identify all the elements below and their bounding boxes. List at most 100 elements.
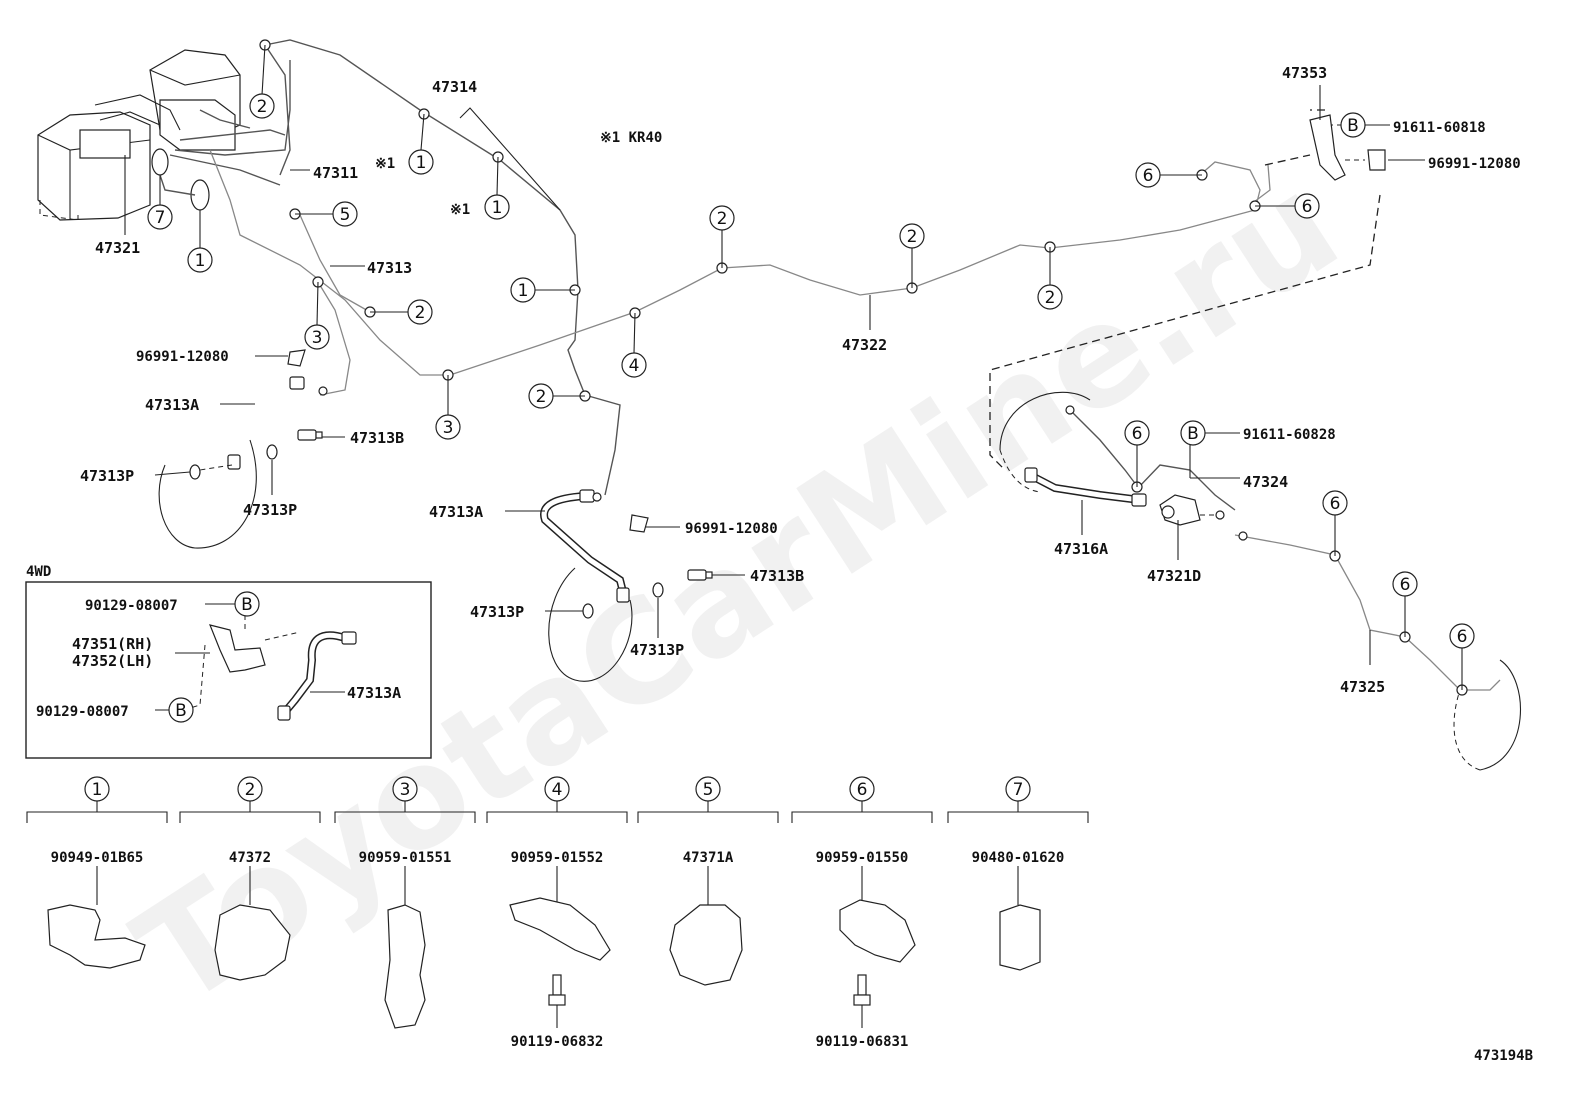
legend-bracket	[947, 811, 1089, 823]
svg-text:47313A: 47313A	[429, 503, 483, 521]
svg-text:1: 1	[416, 153, 427, 173]
svg-text:47352(LH): 47352(LH)	[72, 652, 153, 670]
svg-text:4WD: 4WD	[26, 564, 51, 580]
legend-part-number: 47371A	[683, 850, 734, 866]
svg-text:47313: 47313	[367, 259, 412, 277]
legend-clip-shape	[999, 904, 1041, 971]
svg-text:B: B	[1347, 116, 1359, 136]
legend-bolt-head	[853, 994, 871, 1006]
legend-number-circle	[695, 776, 721, 802]
legend-part-number: 90959-01552	[511, 850, 604, 866]
legend-clip-shape	[214, 904, 291, 981]
svg-text:47313A: 47313A	[347, 684, 401, 702]
svg-text:6: 6	[1302, 197, 1313, 217]
svg-text:47313P: 47313P	[80, 467, 134, 485]
svg-text:47313P: 47313P	[243, 501, 297, 519]
washer-47313P-l2	[266, 444, 278, 460]
svg-text:47322: 47322	[842, 336, 887, 354]
svg-text:47353: 47353	[1282, 64, 1327, 82]
bolt-47313B-left	[297, 429, 323, 441]
legend-part-number: 90959-01551	[359, 850, 452, 866]
svg-text:2: 2	[907, 227, 918, 247]
legend-clip-shape	[384, 904, 426, 1029]
svg-text:47321: 47321	[95, 239, 140, 257]
legend-bolt-shank	[857, 974, 867, 996]
svg-text:473194B: 473194B	[1474, 1048, 1533, 1064]
svg-text:91611-60828: 91611-60828	[1243, 427, 1336, 443]
legend-number: 6	[857, 780, 868, 800]
callout-circles: 2 1 1 5 7 1 3 2 1 4 3 2 2 2 2 6 6 6 6 6 …	[147, 93, 1475, 649]
svg-text:1: 1	[518, 281, 529, 301]
legend-clip-6: 6 90959-01550 90119-06831	[791, 776, 933, 1050]
svg-text:4: 4	[629, 356, 640, 376]
svg-text:2: 2	[1045, 288, 1056, 308]
svg-text:90129-08007: 90129-08007	[36, 704, 129, 720]
legend-bolt-number: 90119-06832	[511, 1034, 604, 1050]
bracket-dash-link	[989, 109, 1381, 471]
legend-number-circle	[1005, 776, 1031, 802]
legend-number-circle	[84, 776, 110, 802]
legend-clip-shape	[509, 897, 611, 961]
svg-text:47321D: 47321D	[1147, 567, 1201, 585]
clip-96991-left	[287, 349, 306, 367]
legend-part-number: 47372	[229, 850, 271, 866]
legend-number: 5	[703, 780, 714, 800]
svg-text:B: B	[1187, 424, 1199, 444]
svg-text:47313B: 47313B	[350, 429, 404, 447]
legend-number: 3	[400, 780, 411, 800]
svg-text:96991-12080: 96991-12080	[685, 521, 778, 537]
svg-text:47351(RH): 47351(RH)	[72, 635, 153, 653]
svg-text:47316A: 47316A	[1054, 540, 1108, 558]
svg-text:6: 6	[1132, 424, 1143, 444]
svg-text:96991-12080: 96991-12080	[136, 349, 229, 365]
svg-text:1: 1	[195, 251, 206, 271]
legend-clip-shape	[669, 904, 743, 986]
legend-number-circle	[237, 776, 263, 802]
svg-text:47313P: 47313P	[630, 641, 684, 659]
svg-text:2: 2	[536, 387, 547, 407]
legend-bolt-number: 90119-06831	[816, 1034, 909, 1050]
flex-hose-mid	[540, 489, 633, 682]
svg-text:96991-12080: 96991-12080	[1428, 156, 1521, 172]
abs-actuator-assembly	[37, 49, 450, 376]
legend-bolt-head	[548, 994, 566, 1006]
legend-bracket	[791, 811, 933, 823]
clip-legend: 190949-01B65247372390959-01551490959-015…	[26, 776, 1089, 1050]
watermark: ToyotaCarMine.ru	[110, 144, 1366, 1039]
svg-text:※1: ※1	[450, 202, 470, 218]
legend-number: 7	[1013, 780, 1024, 800]
legend-clip-5: 5 47371A	[637, 776, 779, 986]
svg-text:1: 1	[492, 198, 503, 218]
svg-text:47325: 47325	[1340, 678, 1385, 696]
legend-number-circle	[544, 776, 570, 802]
svg-text:47311: 47311	[313, 164, 358, 182]
bracket-47353	[1309, 114, 1386, 181]
svg-text:5: 5	[340, 205, 351, 225]
legend-bracket	[637, 811, 779, 823]
bolt-47313B-mid	[687, 569, 713, 581]
legend-part-number: 90959-01550	[816, 850, 909, 866]
svg-text:6: 6	[1330, 494, 1341, 514]
svg-text:B: B	[175, 701, 187, 721]
legend-number-circle	[392, 776, 418, 802]
svg-text:47313P: 47313P	[470, 603, 524, 621]
inset-4wd: 4WD B B 90129-08007 47351(RH) 47352(LH) …	[25, 564, 432, 759]
clip-96991-mid	[629, 514, 649, 533]
washer-47313P-l1	[189, 464, 201, 480]
svg-text:3: 3	[312, 328, 323, 348]
svg-text:7: 7	[155, 208, 166, 228]
washer-47313P-m2	[652, 582, 664, 598]
legend-number: 1	[92, 780, 103, 800]
svg-text:90129-08007: 90129-08007	[85, 598, 178, 614]
legend-number-circle	[849, 776, 875, 802]
part-labels: 47314 47311 ※1 ※1 ※1 KR40 47321 47313 96…	[80, 64, 1533, 1064]
svg-text:47313A: 47313A	[145, 396, 199, 414]
legend-clip-shape	[839, 899, 916, 963]
legend-bracket	[26, 811, 168, 823]
svg-text:47314: 47314	[432, 78, 477, 96]
svg-text:2: 2	[257, 97, 268, 117]
